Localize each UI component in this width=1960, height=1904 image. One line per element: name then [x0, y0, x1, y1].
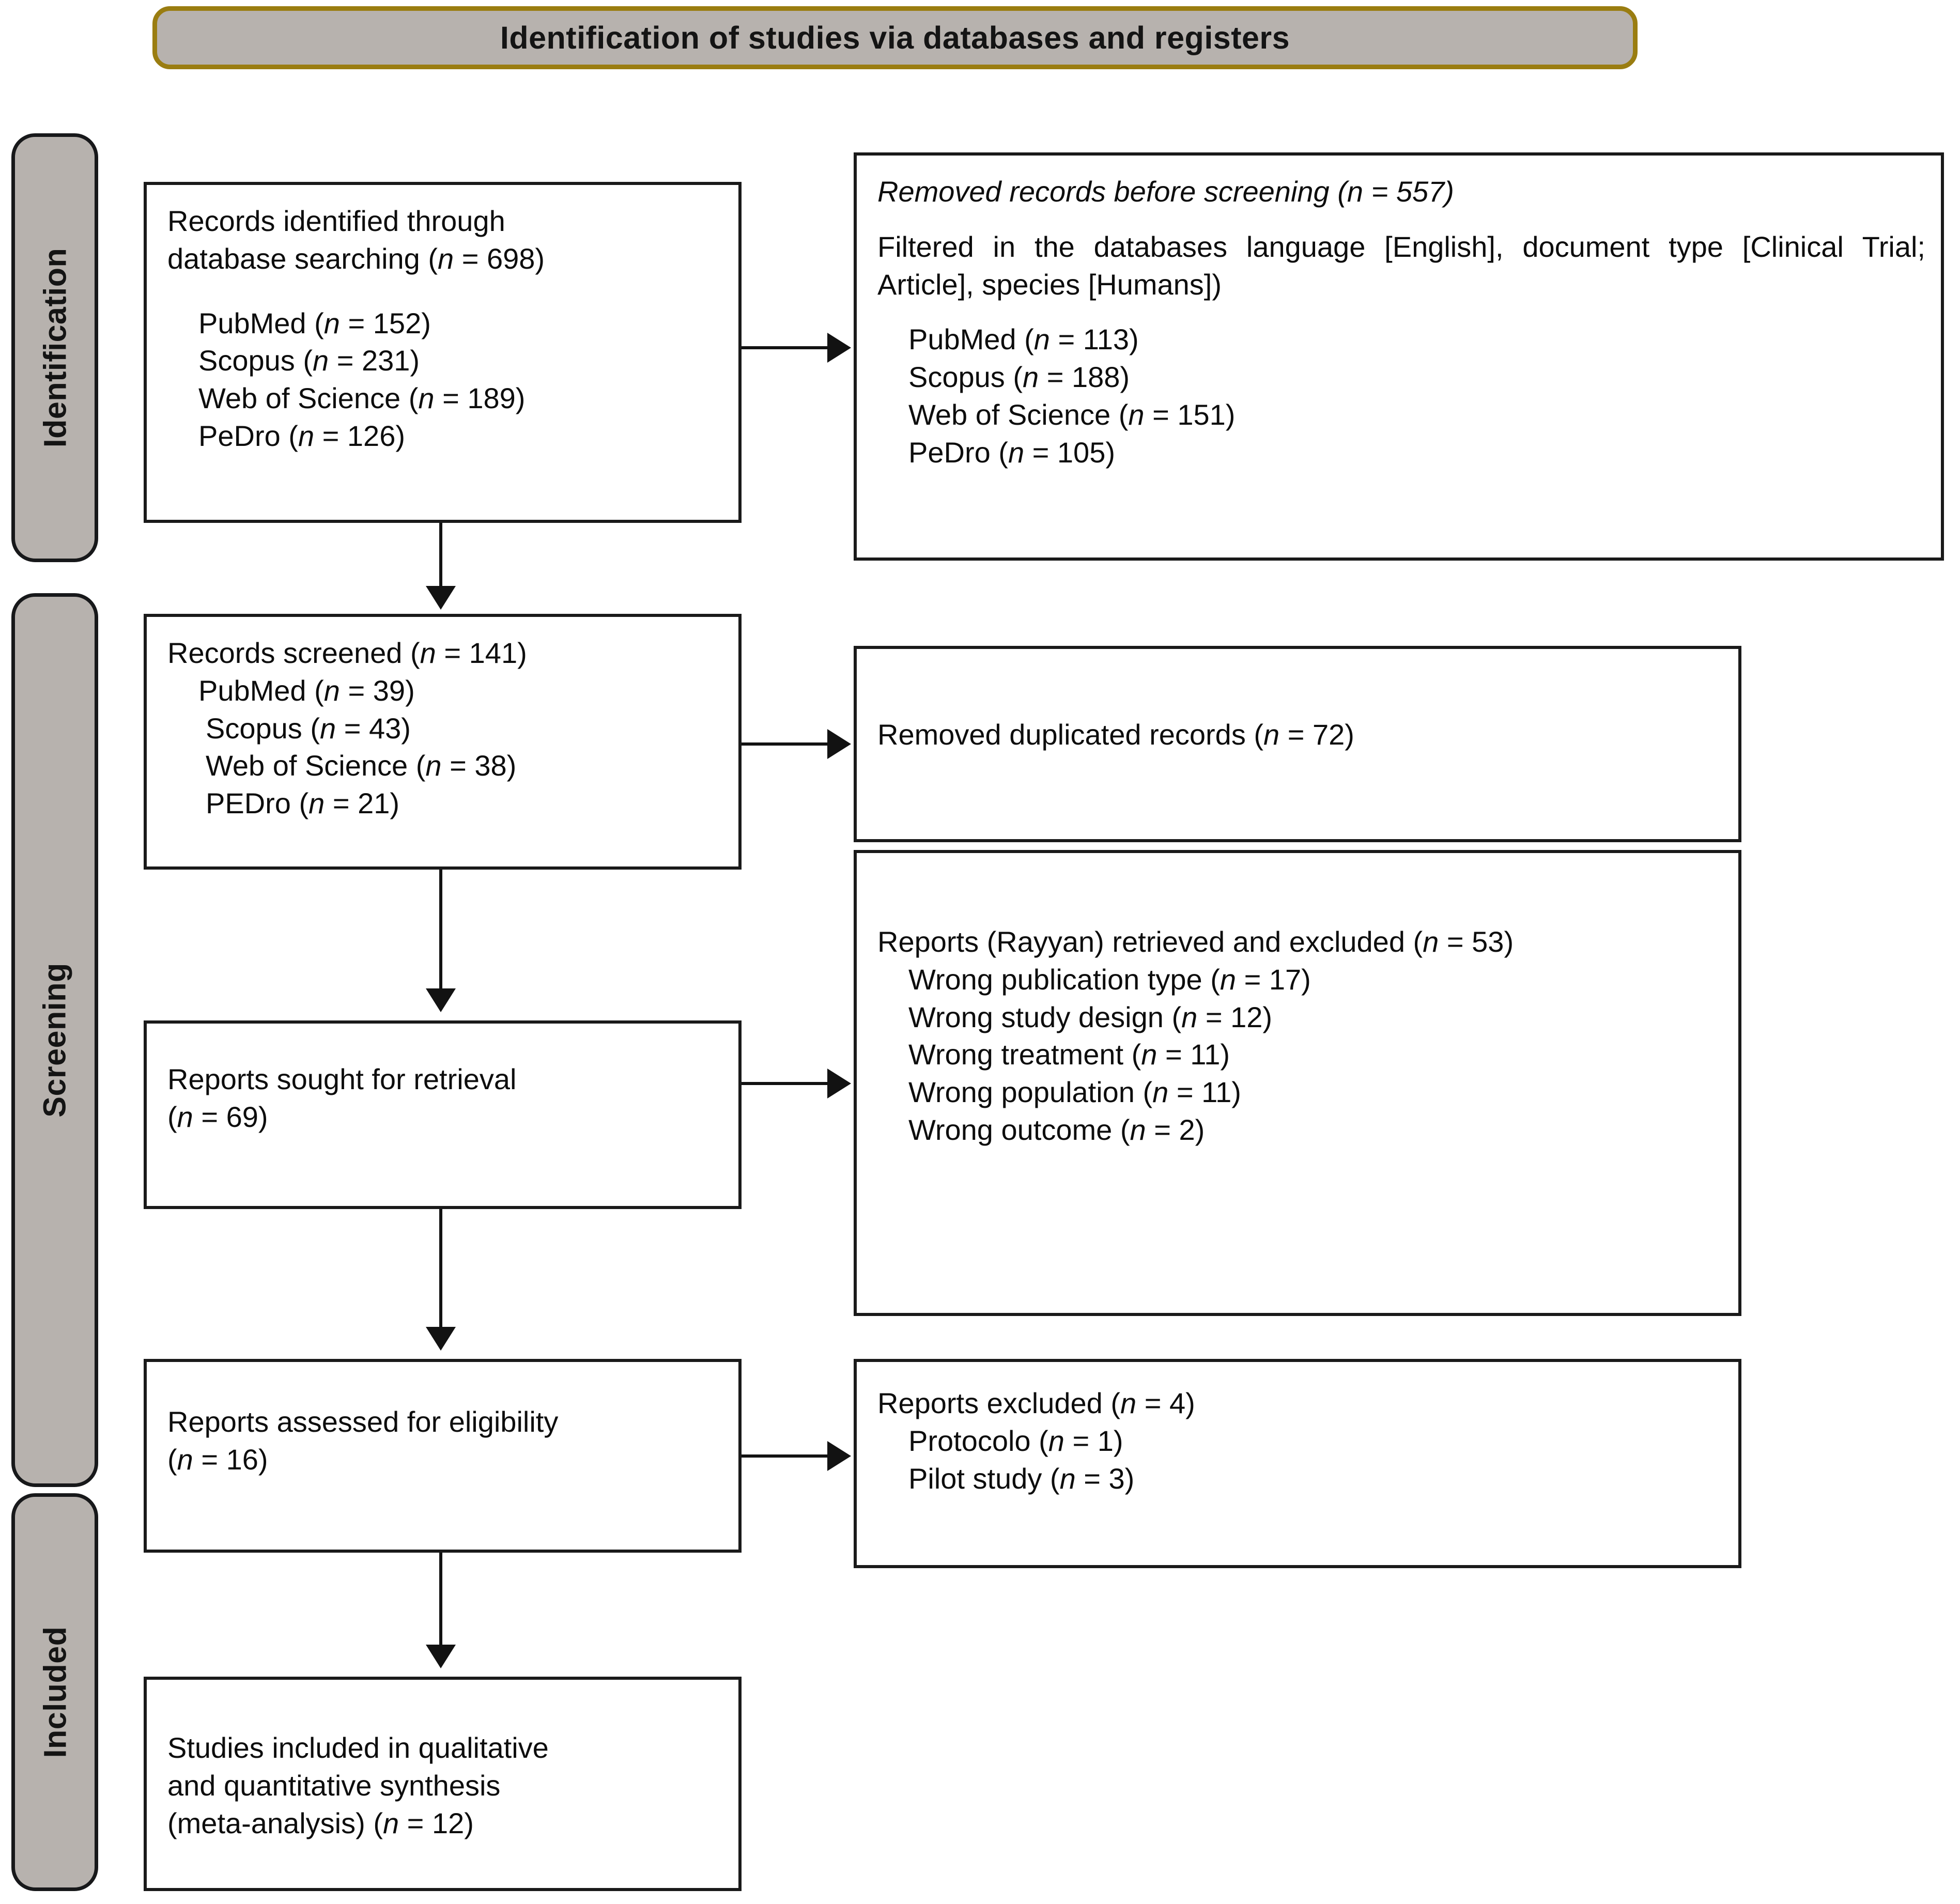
phase-bar-identification: Identification — [11, 133, 98, 562]
reports-excluded-title: Reports excluded (n = 4) — [877, 1387, 1195, 1419]
records-identified-source-pedro: PeDro (n = 126) — [198, 419, 405, 452]
records-screened-source-wos: Web of Science (n = 38) — [206, 749, 517, 782]
phase-bar-screening: Screening — [11, 593, 98, 1487]
box-removed-duplicated-records: Removed duplicated records (n = 72) — [854, 646, 1741, 842]
reports-retr-excl-reason-population: Wrong population (n = 11) — [908, 1076, 1241, 1109]
connector-assessed-to-excluded — [742, 1454, 830, 1458]
removed-before-source-pedro: PeDro (n = 105) — [908, 436, 1115, 469]
removed-before-source-pubmed: PubMed (n = 113) — [908, 323, 1139, 356]
removed-duplicates-title: Removed duplicated records (n = 72) — [877, 718, 1354, 751]
arrow-down-icon — [426, 988, 456, 1012]
reports-retr-excl-title: Reports (Rayyan) retrieved and excluded … — [877, 925, 1514, 958]
phase-label-screening: Screening — [37, 963, 72, 1118]
records-screened-source-pubmed: PubMed (n = 39) — [198, 674, 415, 707]
removed-before-source-scopus: Scopus (n = 188) — [908, 361, 1130, 394]
phase-label-included: Included — [37, 1626, 73, 1758]
connector-identified-to-removed-before — [742, 346, 830, 349]
connector-identified-to-screened — [439, 523, 442, 589]
phase-bar-included: Included — [11, 1493, 98, 1891]
box-removed-records-before-screening: Removed records before screening (n = 55… — [854, 152, 1944, 561]
records-screened-source-scopus: Scopus (n = 43) — [206, 711, 411, 745]
records-screened-source-pedro: PEDro (n = 21) — [206, 787, 400, 820]
records-identified-count: database searching (n = 698) — [167, 242, 545, 275]
box-studies-included: Studies included in qualitative and quan… — [144, 1677, 742, 1891]
removed-before-title: Removed records before screening (n = 55… — [877, 175, 1454, 208]
connector-screened-to-sought — [439, 870, 442, 992]
arrow-right-icon — [827, 729, 851, 759]
reports-sought-count: (n = 69) — [167, 1100, 268, 1133]
removed-before-source-wos: Web of Science (n = 151) — [908, 398, 1236, 431]
connector-sought-to-retrieved-excluded — [742, 1082, 830, 1085]
box-reports-sought-for-retrieval: Reports sought for retrieval (n = 69) — [144, 1020, 742, 1209]
reports-retr-excl-reason-pubtype: Wrong publication type (n = 17) — [908, 963, 1311, 996]
connector-assessed-to-included — [439, 1553, 442, 1648]
box-records-identified: Records identified through database sear… — [144, 182, 742, 523]
records-identified-title: Records identified through — [167, 205, 505, 237]
arrow-down-icon — [426, 586, 456, 610]
box-reports-assessed-for-eligibility: Reports assessed for eligibility (n = 16… — [144, 1359, 742, 1553]
studies-included-line-1: Studies included in qualitative — [167, 1731, 549, 1764]
reports-excluded-reason-pilot: Pilot study (n = 3) — [908, 1462, 1135, 1495]
reports-assessed-count: (n = 16) — [167, 1443, 268, 1476]
reports-excluded-reason-protocol: Protocolo (n = 1) — [908, 1424, 1123, 1457]
box-reports-retrieved-and-excluded: Reports (Rayyan) retrieved and excluded … — [854, 850, 1741, 1316]
arrow-right-icon — [827, 1069, 851, 1098]
reports-assessed-title: Reports assessed for eligibility — [167, 1405, 559, 1438]
arrow-down-icon — [426, 1327, 456, 1351]
records-identified-source-wos: Web of Science (n = 189) — [198, 382, 526, 415]
records-screened-title: Records screened (n = 141) — [167, 637, 527, 669]
connector-screened-to-duplicates — [742, 742, 830, 746]
studies-included-line-2: and quantitative synthesis — [167, 1769, 501, 1802]
records-identified-source-pubmed: PubMed (n = 152) — [198, 306, 431, 339]
records-identified-source-scopus: Scopus (n = 231) — [198, 344, 420, 377]
phase-label-identification: Identification — [37, 247, 72, 448]
reports-retr-excl-reason-design: Wrong study design (n = 12) — [908, 1000, 1273, 1033]
removed-before-detail: Filtered in the databases language [Engl… — [877, 230, 1925, 301]
reports-retr-excl-reason-outcome: Wrong outcome (n = 2) — [908, 1113, 1205, 1146]
arrow-down-icon — [426, 1645, 456, 1668]
studies-included-line-3: (meta-analysis) (n = 12) — [167, 1806, 474, 1839]
arrow-right-icon — [827, 333, 851, 363]
box-records-screened: Records screened (n = 141) PubMed (n = 3… — [144, 614, 742, 870]
box-reports-excluded: Reports excluded (n = 4) Protocolo (n = … — [854, 1359, 1741, 1568]
diagram-title: Identification of studies via databases … — [500, 20, 1290, 55]
reports-retr-excl-reason-treatment: Wrong treatment (n = 11) — [908, 1038, 1230, 1071]
connector-sought-to-assessed — [439, 1209, 442, 1330]
reports-sought-title: Reports sought for retrieval — [167, 1063, 517, 1095]
diagram-header-banner: Identification of studies via databases … — [152, 6, 1638, 69]
arrow-right-icon — [827, 1441, 851, 1471]
